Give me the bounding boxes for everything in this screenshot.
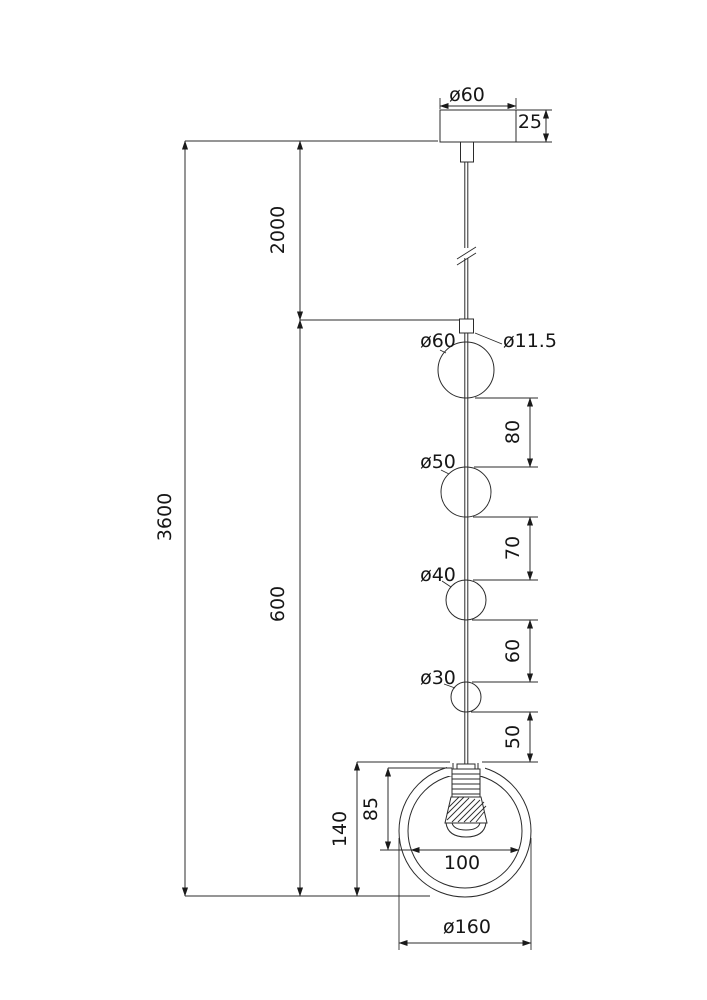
ceiling-canopy bbox=[439, 109, 517, 163]
label-overall-height: 3600 bbox=[154, 493, 176, 541]
glass-spheres bbox=[437, 341, 495, 713]
label-sphere3-diameter: ø40 bbox=[420, 564, 456, 586]
label-gap1: 80 bbox=[502, 420, 524, 444]
break-slash-1 bbox=[456, 246, 477, 260]
label-cord-diameter: ø11.5 bbox=[503, 330, 557, 352]
leader-sphere2 bbox=[440, 469, 450, 475]
dimension-lines bbox=[181, 98, 552, 950]
label-cord-length: 2000 bbox=[267, 206, 289, 254]
bulb-hatching bbox=[446, 796, 487, 823]
label-shade-height: 140 bbox=[329, 811, 351, 847]
cable-break-symbol bbox=[456, 246, 477, 266]
cord-connector bbox=[459, 318, 474, 334]
holder-cap bbox=[456, 763, 476, 770]
sphere-40 bbox=[445, 579, 487, 621]
lamp-holder bbox=[451, 763, 481, 798]
canopy-body bbox=[439, 109, 517, 143]
leader-sphere3 bbox=[441, 580, 452, 588]
label-shade-diameter: ø160 bbox=[443, 916, 491, 938]
holder-body bbox=[451, 768, 481, 798]
sphere-60 bbox=[437, 341, 495, 399]
break-slash-2 bbox=[456, 252, 477, 266]
leader-sphere1 bbox=[439, 349, 447, 354]
dimension-labels: ø60 25 2000 3600 600 ø11.5 ø60 80 ø50 70… bbox=[154, 84, 557, 938]
label-gap2: 70 bbox=[502, 536, 524, 560]
label-gap4: 50 bbox=[502, 725, 524, 749]
holder-ridges bbox=[452, 773, 480, 795]
label-canopy-diameter: ø60 bbox=[449, 84, 485, 106]
sphere-30 bbox=[450, 681, 482, 713]
label-sphere1-diameter: ø60 bbox=[420, 330, 456, 352]
bulb-front-inner-arc bbox=[451, 822, 481, 831]
label-sphere4-diameter: ø30 bbox=[420, 667, 456, 689]
lamp-bulb bbox=[444, 796, 488, 838]
suspension-cable bbox=[456, 162, 477, 768]
label-canopy-height: 25 bbox=[518, 111, 542, 133]
sphere-50 bbox=[440, 466, 492, 518]
leader-cord-diameter bbox=[474, 332, 503, 345]
leader-sphere4 bbox=[443, 683, 456, 689]
label-sphere2-diameter: ø50 bbox=[420, 451, 456, 473]
label-opening-width: 100 bbox=[444, 852, 480, 874]
canopy-stem bbox=[460, 141, 474, 163]
label-socket-depth: 85 bbox=[360, 797, 382, 821]
label-gap3: 60 bbox=[502, 639, 524, 663]
label-stack-height: 600 bbox=[267, 586, 289, 622]
